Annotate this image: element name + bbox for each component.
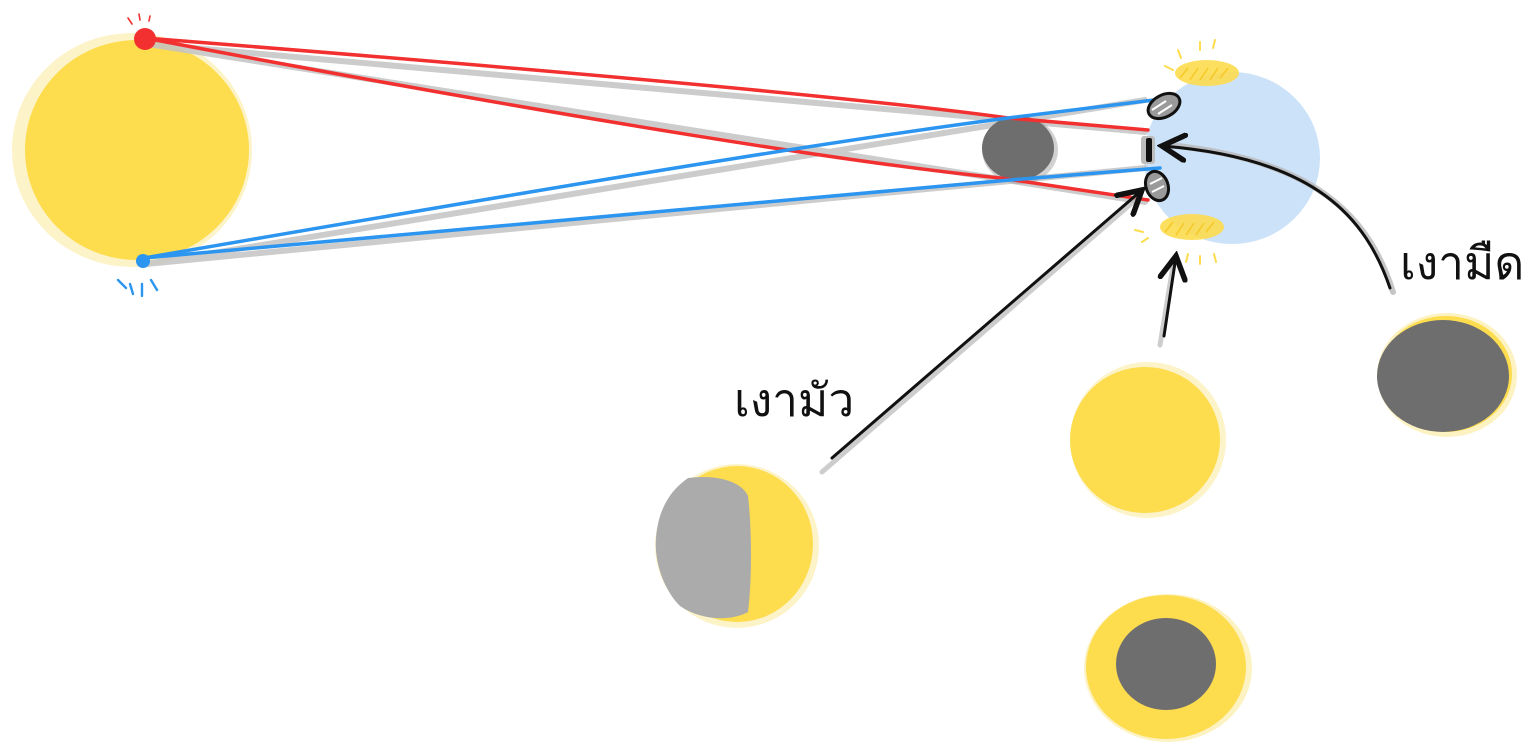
red-ray-upper [143, 36, 1150, 132]
partial-eclipse-view [655, 464, 819, 628]
arrow-to-penumbra [830, 190, 1142, 460]
arrow-to-sunlit [1164, 256, 1176, 338]
arrows [819, 145, 1396, 475]
sunlit-region-top [1164, 39, 1239, 86]
umbra-label: เงามืด [1400, 236, 1525, 290]
arrow-to-umbra [1162, 146, 1392, 290]
sun-bottom-edge-point-icon [116, 254, 159, 298]
blue-rays [142, 96, 1172, 260]
moon-icon [982, 116, 1058, 184]
penumbra-mark-top [1146, 91, 1182, 121]
red-ray-lower [143, 36, 1150, 202]
umbra-mark [1141, 136, 1155, 164]
no-eclipse-view [1070, 362, 1226, 518]
penumbra-mark-bottom [1143, 169, 1171, 203]
red-rays [143, 36, 1150, 202]
annular-eclipse-view [1084, 594, 1252, 742]
sun-icon [12, 33, 252, 267]
sun-top-edge-point-icon [127, 13, 156, 50]
penumbra-label: เงามัว [734, 373, 855, 427]
blue-ray-lower [142, 166, 1162, 260]
total-eclipse-view [1377, 313, 1517, 437]
blue-ray-upper [142, 96, 1172, 260]
